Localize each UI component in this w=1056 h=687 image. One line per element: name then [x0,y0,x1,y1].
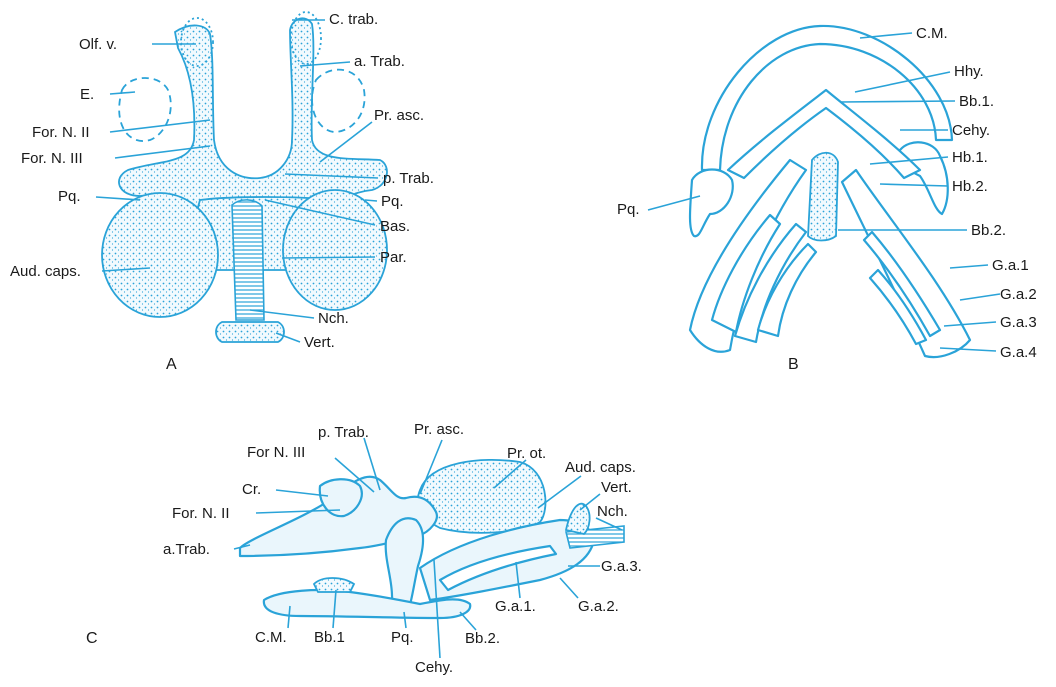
label-cr: Cr. [242,481,261,498]
label-bb1: Bb.1. [959,93,994,110]
label-hhy: Hhy. [954,63,984,80]
label-ga3: G.a.3. [601,558,642,575]
branchial-arches-right [842,170,970,357]
label-for-n-ii: For. N. II [172,505,230,522]
label-cm: C.M. [255,629,287,646]
notochord [232,200,264,320]
label-cm: C.M. [916,25,948,42]
label-a-trab: a. Trab. [354,53,405,70]
label-for-n-iii: For. N. III [21,150,83,167]
label-ga4: G.a.4 [1000,344,1037,361]
label-pq: Pq. [617,201,640,218]
panel-b: C.M. Hhy. Bb.1. Cehy. Hb.1. Hb.2. Pq. Bb… [617,25,1037,373]
panel-c-drawing [240,460,624,618]
label-aud-caps: Aud. caps. [10,263,81,280]
label-bas: Bas. [380,218,410,235]
label-ga2: G.a.2 [1000,286,1037,303]
label-nch: Nch. [318,310,349,327]
label-hb2: Hb.2. [952,178,988,195]
label-pq-right: Pq. [381,193,404,210]
label-ga2: G.a.2. [578,598,619,615]
label-bb1: Bb.1 [314,629,345,646]
label-for-n-ii: For. N. II [32,124,90,141]
auditory-capsule [418,460,546,533]
panel-a: C. trab. Olf. v. a. Trab. E. Pr. asc. Fo… [10,11,434,373]
label-bb2: Bb.2. [465,630,500,647]
panel-letter-b: B [788,356,799,373]
label-pq-left: Pq. [58,188,81,205]
label-cehy: Cehy. [415,659,453,676]
label-ga1: G.a.1 [992,257,1029,274]
eye-outline-right [312,70,365,132]
panel-letter-a: A [166,356,177,373]
label-ga3: G.a.3 [1000,314,1037,331]
panel-c: p. Trab. Pr. asc. Pr. ot. For N. III Aud… [86,421,642,676]
vertebra [216,322,284,342]
auditory-capsule-left [102,193,218,317]
label-bb2: Bb.2. [971,222,1006,239]
label-olf-v: Olf. v. [79,36,117,53]
basibranchial-1 [314,578,354,592]
vertebra [566,504,590,534]
label-pq: Pq. [391,629,414,646]
label-par: Par. [380,249,407,266]
eye-outline-left [119,78,171,141]
label-for-n-iii: For N. III [247,444,305,461]
label-cehy: Cehy. [952,122,990,139]
label-p-trab: p. Trab. [383,170,434,187]
label-nch: Nch. [597,503,628,520]
basibranchial-2 [808,153,838,241]
label-c-trab: C. trab. [329,11,378,28]
panel-b-drawing [690,26,970,357]
label-a-trab: a.Trab. [163,541,210,558]
label-hb1: Hb.1. [952,149,988,166]
panel-letter-c: C [86,630,98,647]
label-pr-asc: Pr. asc. [374,107,424,124]
label-aud-caps: Aud. caps. [565,459,636,476]
label-ga1: G.a.1. [495,598,536,615]
label-pr-ot: Pr. ot. [507,445,546,462]
label-p-trab: p. Trab. [318,424,369,441]
label-vert: Vert. [304,334,335,351]
label-pr-asc: Pr. asc. [414,421,464,438]
label-e: E. [80,86,94,103]
palatoquadrate [690,170,733,237]
label-vert: Vert. [601,479,632,496]
